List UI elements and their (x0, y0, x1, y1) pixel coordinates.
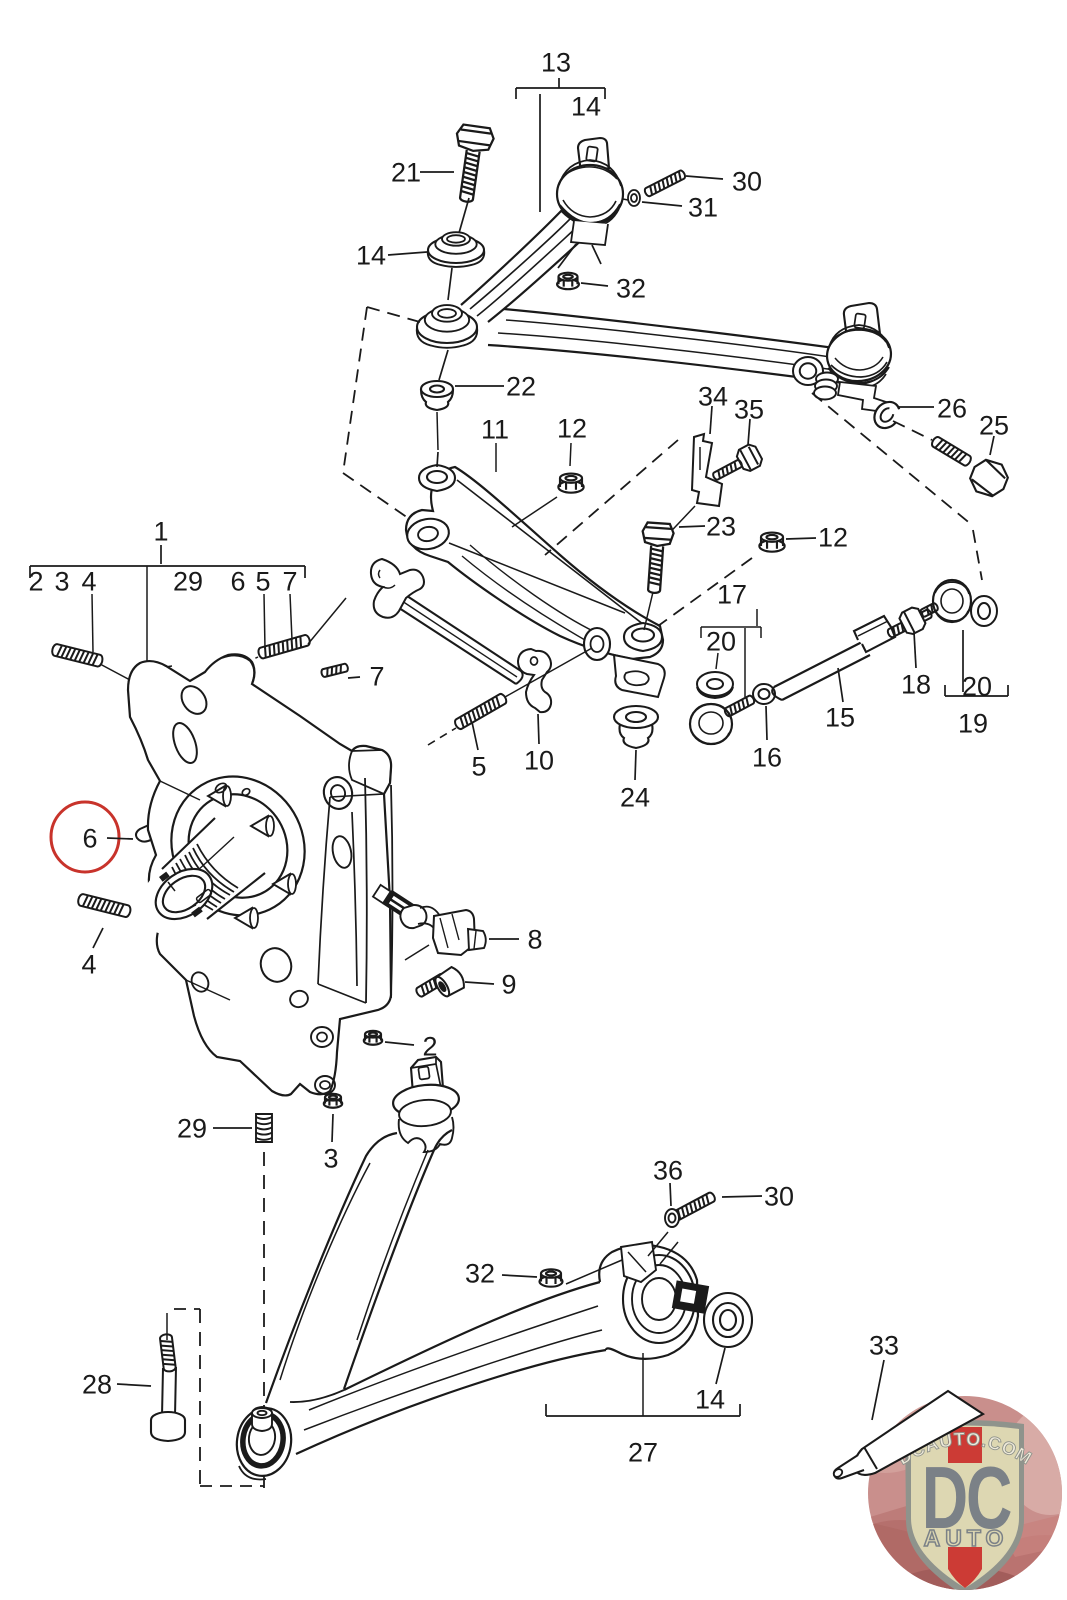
svg-text:4: 4 (81, 567, 96, 597)
svg-text:5: 5 (471, 752, 486, 782)
svg-text:29: 29 (173, 567, 203, 597)
svg-text:34: 34 (698, 382, 728, 412)
svg-text:6: 6 (82, 824, 97, 854)
svg-text:3: 3 (54, 567, 69, 597)
svg-text:2: 2 (422, 1032, 437, 1062)
svg-text:25: 25 (979, 411, 1009, 441)
svg-text:15: 15 (825, 703, 855, 733)
svg-text:22: 22 (506, 372, 536, 402)
svg-text:32: 32 (616, 274, 646, 304)
svg-text:8: 8 (527, 925, 542, 955)
svg-text:7: 7 (282, 567, 297, 597)
svg-text:30: 30 (764, 1182, 794, 1212)
svg-text:1: 1 (153, 517, 168, 547)
svg-text:11: 11 (481, 415, 509, 445)
svg-text:12: 12 (818, 523, 848, 553)
svg-text:19: 19 (958, 709, 988, 739)
svg-text:17: 17 (717, 580, 747, 610)
svg-text:28: 28 (82, 1370, 112, 1400)
svg-text:2: 2 (28, 567, 43, 597)
svg-text:30: 30 (732, 167, 762, 197)
svg-text:20: 20 (962, 672, 992, 702)
svg-text:16: 16 (752, 743, 782, 773)
svg-text:10: 10 (524, 746, 554, 776)
svg-text:3: 3 (323, 1144, 338, 1174)
svg-text:23: 23 (706, 512, 736, 542)
svg-text:29: 29 (177, 1114, 207, 1144)
svg-text:13: 13 (541, 48, 571, 78)
svg-text:26: 26 (937, 394, 967, 424)
svg-text:12: 12 (557, 414, 587, 444)
svg-text:14: 14 (356, 241, 386, 271)
svg-text:14: 14 (695, 1385, 725, 1415)
svg-text:31: 31 (688, 193, 718, 223)
svg-text:7: 7 (369, 662, 384, 692)
svg-text:4: 4 (81, 950, 96, 980)
svg-text:33: 33 (869, 1331, 899, 1361)
svg-text:9: 9 (501, 970, 516, 1000)
svg-text:20: 20 (706, 627, 736, 657)
svg-text:DC: DC (922, 1449, 1011, 1547)
svg-text:24: 24 (620, 783, 650, 813)
svg-text:AUTO: AUTO (924, 1525, 1009, 1551)
svg-text:18: 18 (901, 670, 931, 700)
svg-text:21: 21 (391, 158, 421, 188)
svg-text:36: 36 (653, 1156, 683, 1186)
svg-text:27: 27 (628, 1438, 658, 1468)
svg-text:35: 35 (734, 395, 764, 425)
svg-text:14: 14 (571, 92, 601, 122)
svg-text:5: 5 (255, 567, 270, 597)
svg-text:32: 32 (465, 1259, 495, 1289)
svg-text:6: 6 (230, 567, 245, 597)
